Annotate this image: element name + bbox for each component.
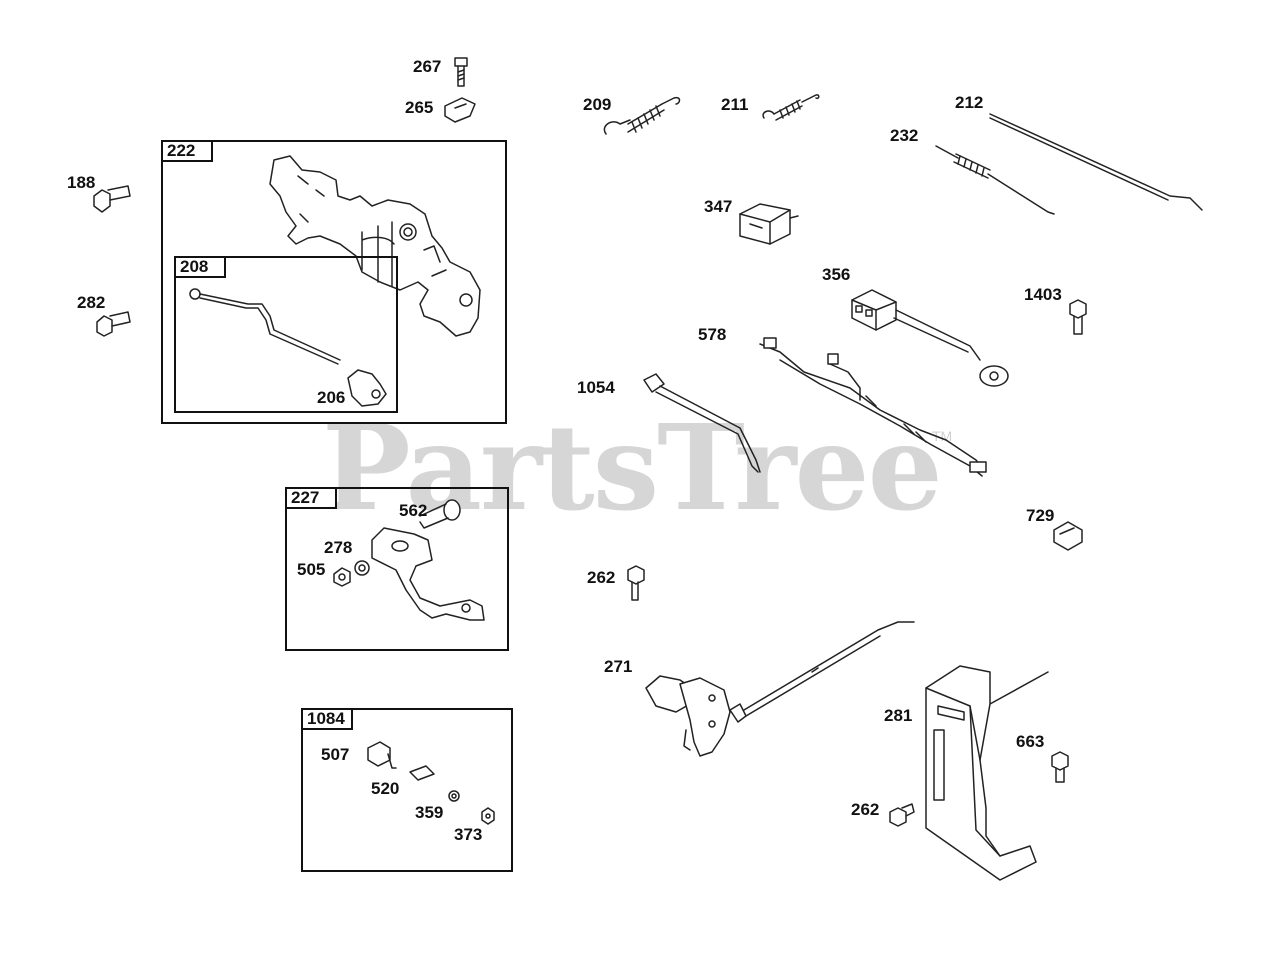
part-663-bolt: [1051, 751, 1069, 783]
part-label-507[interactable]: 507: [321, 745, 350, 764]
part-label-271[interactable]: 271: [604, 657, 633, 676]
part-label-562[interactable]: 562: [399, 501, 428, 520]
part-label-729[interactable]: 729: [1026, 506, 1055, 525]
watermark: PartsTree: [322, 398, 943, 537]
part-label-278[interactable]: 278: [324, 538, 353, 557]
part-262-bolt-a: [627, 565, 645, 601]
part-label-373[interactable]: 373: [454, 825, 483, 844]
group-1084-frame: [301, 708, 513, 872]
part-label-209[interactable]: 209: [583, 95, 612, 114]
part-347-switch: [739, 203, 799, 245]
part-label-188[interactable]: 188: [67, 173, 96, 192]
part-label-206[interactable]: 206: [317, 388, 346, 407]
part-262-bolt-b: [889, 803, 915, 827]
part-label-267[interactable]: 267: [413, 57, 442, 76]
part-label-356[interactable]: 356: [822, 265, 851, 284]
group-208-label[interactable]: 208: [174, 256, 226, 278]
part-373-nut: [481, 807, 495, 825]
group-227-frame: [285, 487, 509, 651]
part-562-pin: [419, 499, 461, 529]
part-282-bolt: [96, 311, 131, 337]
part-label-281[interactable]: 281: [884, 706, 913, 725]
part-211-spring: [762, 94, 820, 121]
part-label-1403[interactable]: 1403: [1024, 285, 1062, 304]
part-281-bracket: [925, 665, 1049, 881]
group-227-label[interactable]: 227: [285, 487, 337, 509]
part-label-505[interactable]: 505: [297, 560, 326, 579]
part-505-nut: [333, 567, 351, 587]
part-209-spring: [603, 96, 681, 135]
part-208-rod: [189, 288, 341, 365]
group-222-frame: [161, 140, 507, 424]
part-267-bolt: [454, 57, 468, 87]
part-label-347[interactable]: 347: [704, 197, 733, 216]
part-label-211[interactable]: 211: [721, 95, 749, 114]
group-222-label[interactable]: 222: [161, 140, 213, 162]
part-label-262-b[interactable]: 262: [851, 800, 880, 819]
part-label-578[interactable]: 578: [698, 325, 727, 344]
group-208-frame: [174, 256, 398, 413]
part-label-359[interactable]: 359: [415, 803, 444, 822]
part-label-265[interactable]: 265: [405, 98, 434, 117]
part-578-harness: [759, 337, 987, 477]
part-1403-bolt: [1069, 299, 1087, 335]
part-232-spring: [935, 145, 1055, 215]
part-507-fitting: [367, 741, 397, 769]
part-label-1054[interactable]: 1054: [577, 378, 615, 397]
part-265-clip: [444, 97, 476, 123]
part-label-282[interactable]: 282: [77, 293, 106, 312]
part-222-governor-bracket: [269, 155, 481, 337]
part-label-212[interactable]: 212: [955, 93, 984, 112]
part-212-rod: [989, 113, 1203, 211]
part-356-lead: [851, 289, 1009, 387]
part-label-232[interactable]: 232: [890, 126, 919, 145]
part-278-washer: [354, 560, 370, 576]
part-188-bolt: [93, 185, 131, 213]
part-206-bushing: [347, 369, 387, 407]
part-271-control: [645, 621, 915, 757]
group-1084-label[interactable]: 1084: [301, 708, 353, 730]
part-227-bracket: [371, 527, 485, 621]
part-520-clip: [409, 765, 435, 781]
part-label-262-a[interactable]: 262: [587, 568, 616, 587]
part-359-washer: [448, 790, 460, 802]
part-729-clip: [1053, 521, 1083, 551]
part-1054-cable-tie: [643, 373, 761, 473]
part-label-663[interactable]: 663: [1016, 732, 1045, 751]
part-label-520[interactable]: 520: [371, 779, 400, 798]
